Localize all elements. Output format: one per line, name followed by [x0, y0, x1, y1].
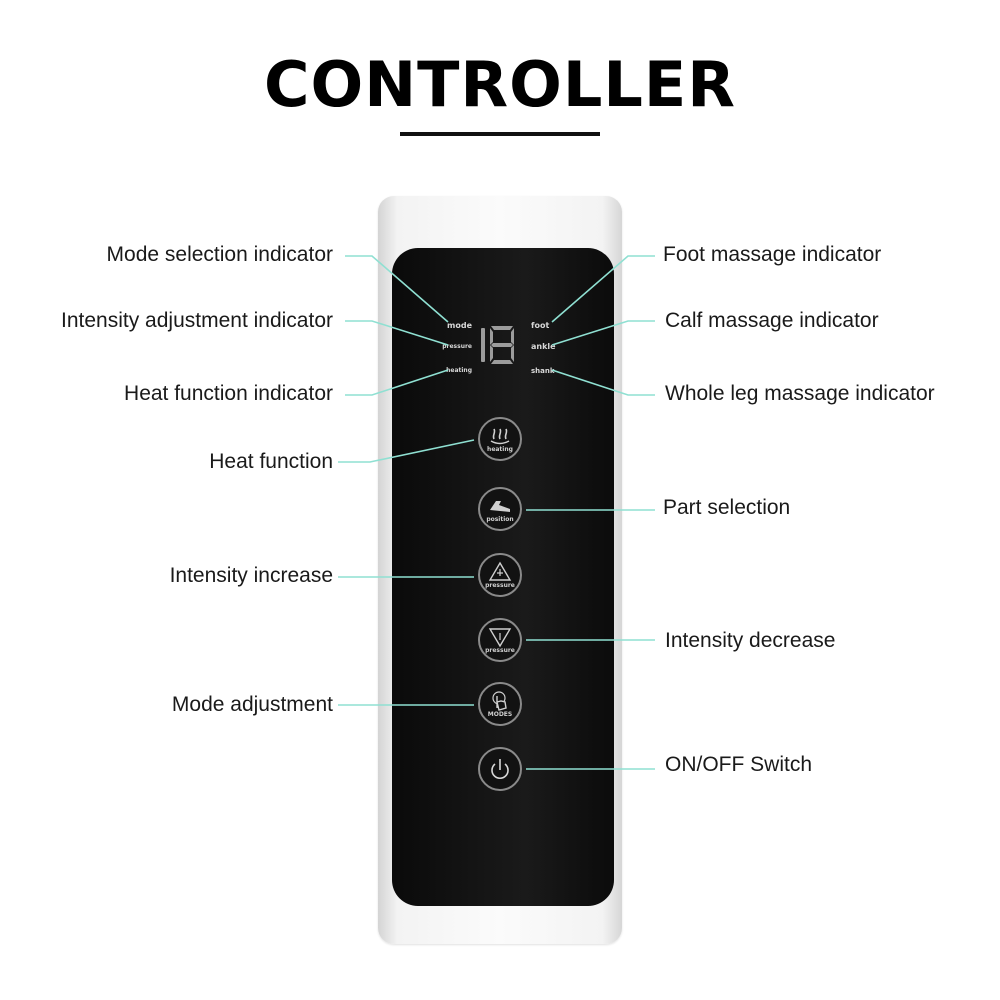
callout-part-selection: Part selection — [663, 496, 791, 519]
leg-position-icon — [490, 501, 510, 512]
triangle-down-icon — [488, 628, 512, 648]
position-button[interactable]: position — [478, 487, 522, 531]
callout-whole-leg-massage-indicator: Whole leg massage indicator — [665, 382, 935, 405]
modes-button-label: MODES — [487, 711, 513, 718]
title-underline — [400, 132, 600, 136]
callout-mode-selection-indicator: Mode selection indicator — [106, 243, 333, 266]
leader-heat-indicator — [345, 369, 449, 396]
indicator-mode: mode — [447, 321, 472, 330]
pressure-down-button[interactable]: pressure — [478, 618, 522, 662]
leader-calf-massage — [551, 320, 655, 346]
position-button-label: position — [486, 516, 514, 523]
heating-button-label: heating — [487, 446, 513, 453]
pressure-up-label: pressure — [485, 582, 515, 589]
page-title: CONTROLLER — [264, 48, 736, 121]
indicator-ankle: ankle — [531, 342, 556, 351]
power-icon — [491, 759, 509, 779]
indicator-shank: shank — [531, 367, 555, 375]
callout-on-off-switch: ON/OFF Switch — [665, 753, 813, 776]
leader-heat-function — [338, 439, 475, 463]
hand-touch-icon — [492, 691, 507, 711]
leader-intensity-adjustment — [345, 320, 449, 346]
callout-heat-function: Heat function — [209, 450, 333, 473]
modes-button[interactable]: MODES — [478, 682, 522, 726]
callout-intensity-decrease: Intensity decrease — [665, 629, 836, 652]
leader-foot-massage — [551, 255, 655, 323]
heating-button[interactable]: heating — [478, 417, 522, 461]
callout-foot-massage-indicator: Foot massage indicator — [663, 243, 882, 266]
indicator-heating: heating — [446, 367, 472, 374]
indicator-foot: foot — [531, 321, 550, 330]
pressure-down-label: pressure — [485, 647, 515, 654]
seven-segment-display — [481, 326, 514, 364]
power-button[interactable] — [478, 747, 522, 791]
indicator-pressure: pressure — [442, 343, 472, 350]
callout-intensity-adjustment-indicator: Intensity adjustment indicator — [61, 309, 333, 332]
callout-heat-function-indicator: Heat function indicator — [124, 382, 333, 405]
pressure-up-button[interactable]: pressure — [478, 553, 522, 597]
callout-intensity-increase: Intensity increase — [169, 564, 333, 587]
triangle-up-icon — [488, 561, 512, 581]
leader-mode-selection — [345, 255, 449, 323]
callout-mode-adjustment: Mode adjustment — [171, 693, 333, 716]
leader-whole-leg — [551, 369, 655, 396]
callout-calf-massage-indicator: Calf massage indicator — [665, 309, 879, 332]
heat-waves-icon — [490, 428, 510, 445]
